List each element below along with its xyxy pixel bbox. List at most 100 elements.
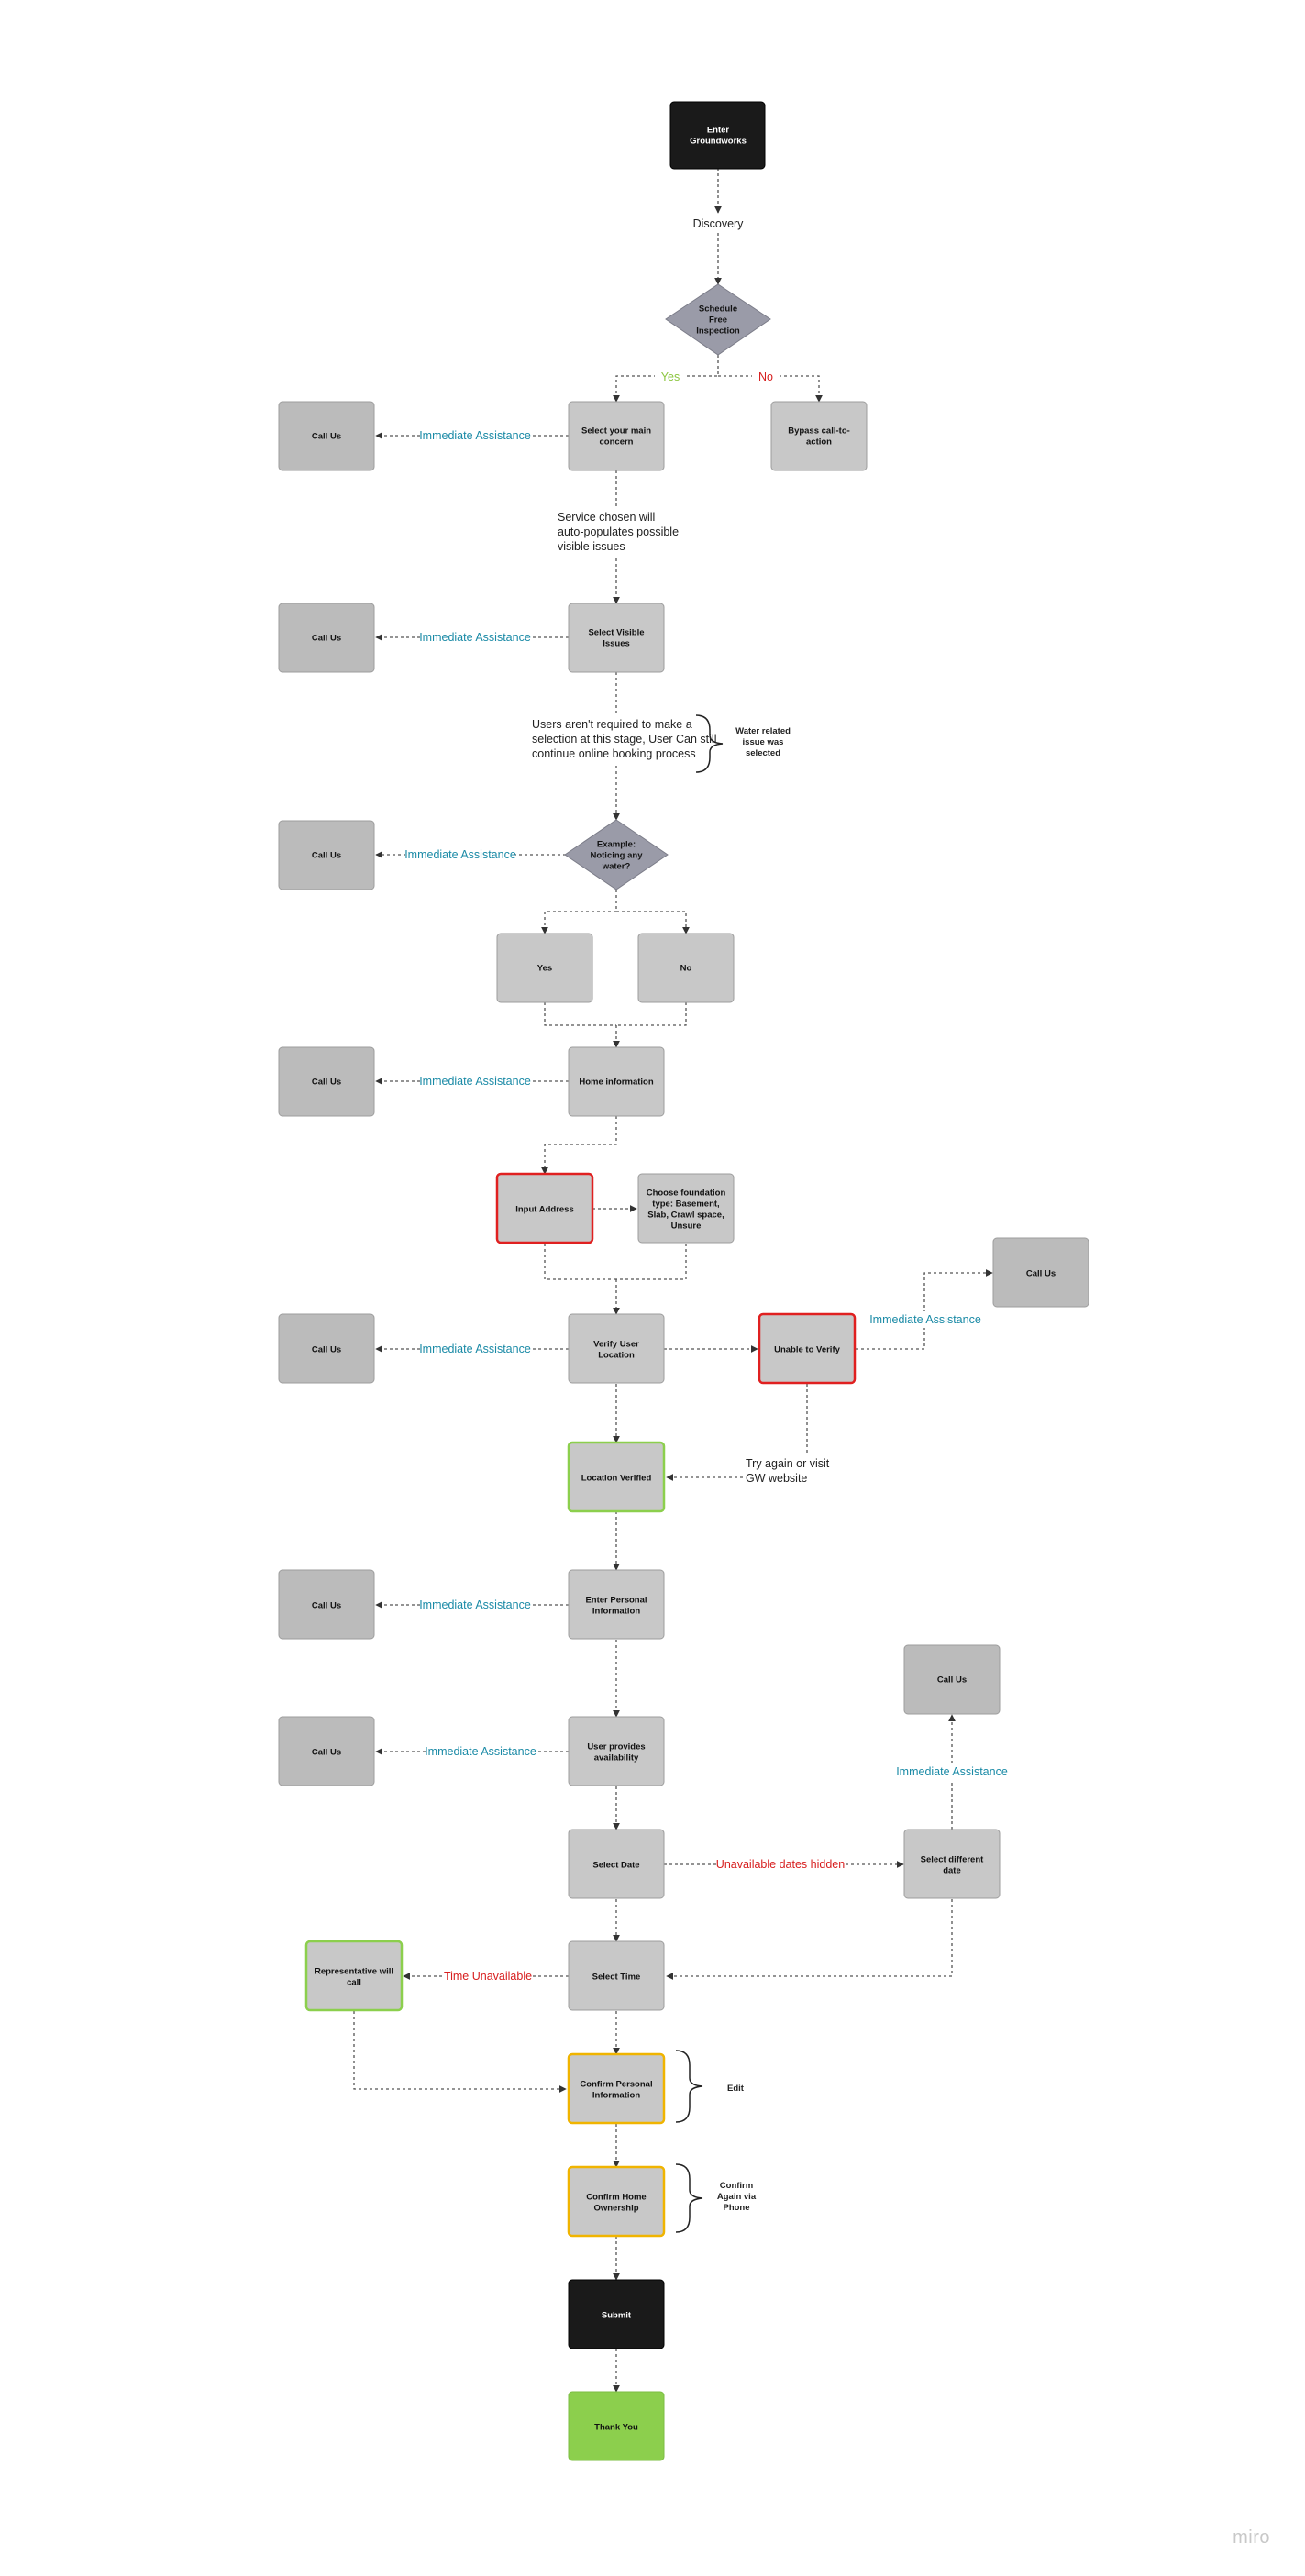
- node-label: Call Us: [312, 432, 341, 442]
- node-label: Call Us: [312, 1601, 341, 1611]
- node-label: Call Us: [312, 1078, 341, 1088]
- edge-address-merge: [544, 1244, 616, 1280]
- node-no[interactable]: No: [637, 933, 735, 1003]
- edge-rep-confirm: [353, 2011, 567, 2093]
- node-unable-to-verify[interactable]: Unable to Verify: [758, 1312, 857, 1385]
- node-label: Select Date: [592, 1861, 639, 1871]
- node-call-us[interactable]: Call Us: [992, 1237, 1089, 1308]
- no-branch-label: No: [758, 370, 773, 383]
- node-call-us[interactable]: Call Us: [278, 820, 375, 890]
- node-call-us[interactable]: Call Us: [278, 1046, 375, 1117]
- node-call-us[interactable]: Call Us: [278, 603, 375, 673]
- node-input-address[interactable]: Input Address: [495, 1172, 594, 1244]
- node-label: Call Us: [312, 1748, 341, 1758]
- edge-no-merge: [616, 1002, 687, 1026]
- brace-edit: [675, 2050, 703, 2123]
- immediate-assistance-label: Immediate Assistance: [419, 429, 531, 442]
- discovery-label: Discovery: [693, 217, 745, 230]
- node-yes[interactable]: Yes: [496, 933, 593, 1003]
- immediate-assistance-label: Immediate Assistance: [419, 1075, 531, 1088]
- node-label: Thank You: [594, 2423, 638, 2433]
- edit-note: Edit: [727, 2084, 745, 2094]
- node-select-time[interactable]: Select Time: [568, 1940, 665, 2011]
- immediate-assistance-label: Immediate Assistance: [419, 1343, 531, 1355]
- edge-foundation-merge: [616, 1244, 687, 1280]
- node-thank-you[interactable]: Thank You: [568, 2391, 665, 2461]
- node-label: Call Us: [312, 634, 341, 644]
- node-select-date[interactable]: Select Date: [568, 1829, 665, 1899]
- node-label: Bypass call-to-action: [788, 426, 850, 448]
- node-label: Call Us: [312, 1345, 341, 1355]
- node-label: Submit: [602, 2311, 632, 2321]
- node-call-us[interactable]: Call Us: [278, 1569, 375, 1640]
- yes-branch-label: Yes: [661, 370, 680, 383]
- miro-watermark: miro: [1233, 2527, 1270, 2548]
- edge-diffdate-time: [666, 1899, 953, 1980]
- node-label: Unable to Verify: [774, 1345, 841, 1355]
- edges: [353, 168, 993, 2393]
- edge-unable-callus: [856, 1269, 993, 1350]
- edge-schedule-bypass: [718, 375, 823, 403]
- node-call-us[interactable]: Call Us: [278, 1313, 375, 1384]
- node-submit[interactable]: Submit: [568, 2279, 665, 2349]
- node-label: Yes: [537, 964, 552, 974]
- brace-water: [695, 714, 724, 773]
- node-call-us[interactable]: Call Us: [278, 401, 375, 471]
- node-home-information[interactable]: Home information: [568, 1046, 665, 1117]
- node-label: Call Us: [312, 851, 341, 861]
- node-call-us[interactable]: Call Us: [278, 1716, 375, 1786]
- node-bypass-cta[interactable]: Bypass call-to-action: [770, 401, 868, 471]
- node-location-verified[interactable]: Location Verified: [567, 1441, 666, 1513]
- node-label: Input Address: [515, 1205, 574, 1215]
- immediate-assistance-label: Immediate Assistance: [419, 1598, 531, 1611]
- edge-water-no: [616, 911, 690, 934]
- node-label: Home information: [579, 1078, 653, 1088]
- edge-yes-merge: [544, 1002, 616, 1026]
- node-call-us[interactable]: Call Us: [903, 1644, 1001, 1715]
- immediate-assistance-label: Immediate Assistance: [896, 1765, 1008, 1778]
- edge-labels: Discovery Yes No Immediate Assistance Im…: [404, 215, 1008, 1985]
- immediate-assistance-label: Immediate Assistance: [869, 1313, 981, 1326]
- brace-confirm-phone: [675, 2163, 703, 2233]
- edge-home-address: [541, 1116, 617, 1175]
- edge-water-yes: [541, 890, 617, 934]
- unavailable-dates-label: Unavailable dates hidden: [716, 1858, 845, 1871]
- node-label: Call Us: [937, 1675, 967, 1686]
- node-label: No: [680, 964, 692, 974]
- node-label: Select Time: [592, 1973, 641, 1983]
